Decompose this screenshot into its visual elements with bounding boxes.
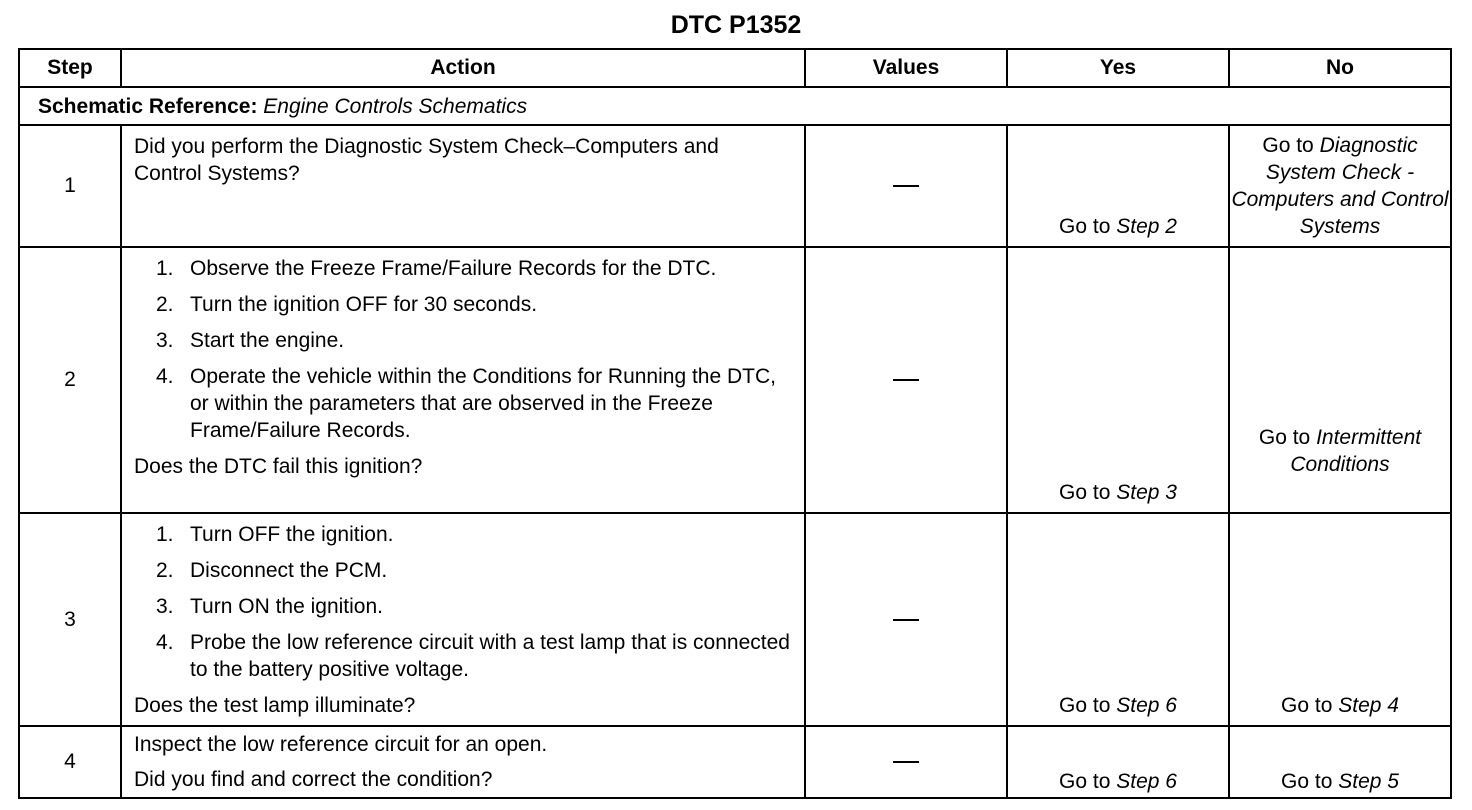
list-item: 4.Probe the low reference circuit with a… xyxy=(156,631,790,681)
header-action: Action xyxy=(120,48,806,88)
table-row: 3 1.Turn OFF the ignition. 2.Disconnect … xyxy=(18,512,1452,727)
step-number: 4 xyxy=(18,725,122,799)
list-item: 2.Turn the ignition OFF for 30 seconds. xyxy=(156,293,538,316)
list-item: 3.Start the engine. xyxy=(156,329,345,352)
yes-cell: Go to Step 6 xyxy=(1006,725,1230,799)
values-dash xyxy=(893,185,919,188)
schematic-reference: Schematic Reference: Engine Controls Sch… xyxy=(18,86,1452,126)
list-item: 1.Observe the Freeze Frame/Failure Recor… xyxy=(156,257,717,280)
yes-cell: Go to Step 6 xyxy=(1006,512,1230,727)
schematic-reference-row: Schematic Reference: Engine Controls Sch… xyxy=(18,86,1452,126)
yes-cell: Go to Step 3 xyxy=(1006,246,1230,514)
header-values: Values xyxy=(804,48,1008,88)
action-cell: Did you perform the Diagnostic System Ch… xyxy=(120,124,806,248)
step-number: 1 xyxy=(18,124,122,248)
yes-link[interactable]: Step 6 xyxy=(1116,694,1177,717)
yes-link[interactable]: Step 2 xyxy=(1116,215,1177,238)
no-link[interactable]: Intermittent Conditions xyxy=(1290,426,1422,476)
action-cell: 1.Turn OFF the ignition. 2.Disconnect th… xyxy=(120,512,806,727)
yes-link[interactable]: Step 6 xyxy=(1116,770,1177,793)
table-row: 4 Inspect the low reference circuit for … xyxy=(18,725,1452,799)
table-row: 1 Did you perform the Diagnostic System … xyxy=(18,124,1452,248)
diagnostic-table: Step Action Values Yes No Schematic Refe… xyxy=(18,48,1452,799)
action-text: Inspect the low reference circuit for an… xyxy=(134,733,548,756)
yes-cell: Go to Step 2 xyxy=(1006,124,1230,248)
values-dash xyxy=(893,379,919,382)
no-prefix: Go to xyxy=(1258,426,1317,449)
no-cell: Go to Intermittent Conditions xyxy=(1228,246,1452,514)
step-number: 3 xyxy=(18,512,122,727)
action-question: Does the test lamp illuminate? xyxy=(134,694,416,717)
yes-prefix: Go to xyxy=(1059,694,1117,717)
action-cell: Inspect the low reference circuit for an… xyxy=(120,725,806,799)
no-link[interactable]: Step 4 xyxy=(1338,694,1399,717)
yes-link[interactable]: Step 3 xyxy=(1116,481,1177,504)
no-prefix: Go to xyxy=(1281,770,1339,793)
values-dash xyxy=(893,761,919,764)
header-row: Step Action Values Yes No xyxy=(18,48,1452,88)
values-cell xyxy=(804,512,1008,727)
step-number: 2 xyxy=(18,246,122,514)
values-cell xyxy=(804,124,1008,248)
action-question: Did you find and correct the condition? xyxy=(134,768,493,791)
no-link[interactable]: Diagnostic System Check - Computers and … xyxy=(1231,134,1449,238)
schematic-reference-label: Schematic Reference: xyxy=(38,95,258,118)
values-dash xyxy=(893,618,919,621)
action-steps: 1.Turn OFF the ignition. 2.Disconnect th… xyxy=(134,521,792,683)
list-item: 3.Turn ON the ignition. xyxy=(156,595,383,618)
yes-prefix: Go to xyxy=(1059,481,1117,504)
table-row: 2 1.Observe the Freeze Frame/Failure Rec… xyxy=(18,246,1452,514)
header-yes: Yes xyxy=(1006,48,1230,88)
values-cell xyxy=(804,246,1008,514)
no-cell: Go to Step 4 xyxy=(1228,512,1452,727)
action-cell: 1.Observe the Freeze Frame/Failure Recor… xyxy=(120,246,806,514)
no-prefix: Go to xyxy=(1281,694,1339,717)
yes-prefix: Go to xyxy=(1059,770,1117,793)
list-item: 1.Turn OFF the ignition. xyxy=(156,523,394,546)
list-item: 2.Disconnect the PCM. xyxy=(156,559,388,582)
no-prefix: Go to xyxy=(1262,134,1320,157)
no-cell: Go to Step 5 xyxy=(1228,725,1452,799)
action-question: Does the DTC fail this ignition? xyxy=(134,455,423,478)
header-no: No xyxy=(1228,48,1452,88)
yes-prefix: Go to xyxy=(1059,215,1117,238)
action-steps: 1.Observe the Freeze Frame/Failure Recor… xyxy=(134,255,792,444)
no-link[interactable]: Step 5 xyxy=(1338,770,1399,793)
list-item: 4.Operate the vehicle within the Conditi… xyxy=(156,365,776,442)
no-cell: Go to Diagnostic System Check - Computer… xyxy=(1228,124,1452,248)
page-title: DTC P1352 xyxy=(670,11,802,39)
action-text: Did you perform the Diagnostic System Ch… xyxy=(134,135,719,185)
header-step: Step xyxy=(18,48,122,88)
values-cell xyxy=(804,725,1008,799)
schematic-reference-link[interactable]: Engine Controls Schematics xyxy=(263,95,528,118)
